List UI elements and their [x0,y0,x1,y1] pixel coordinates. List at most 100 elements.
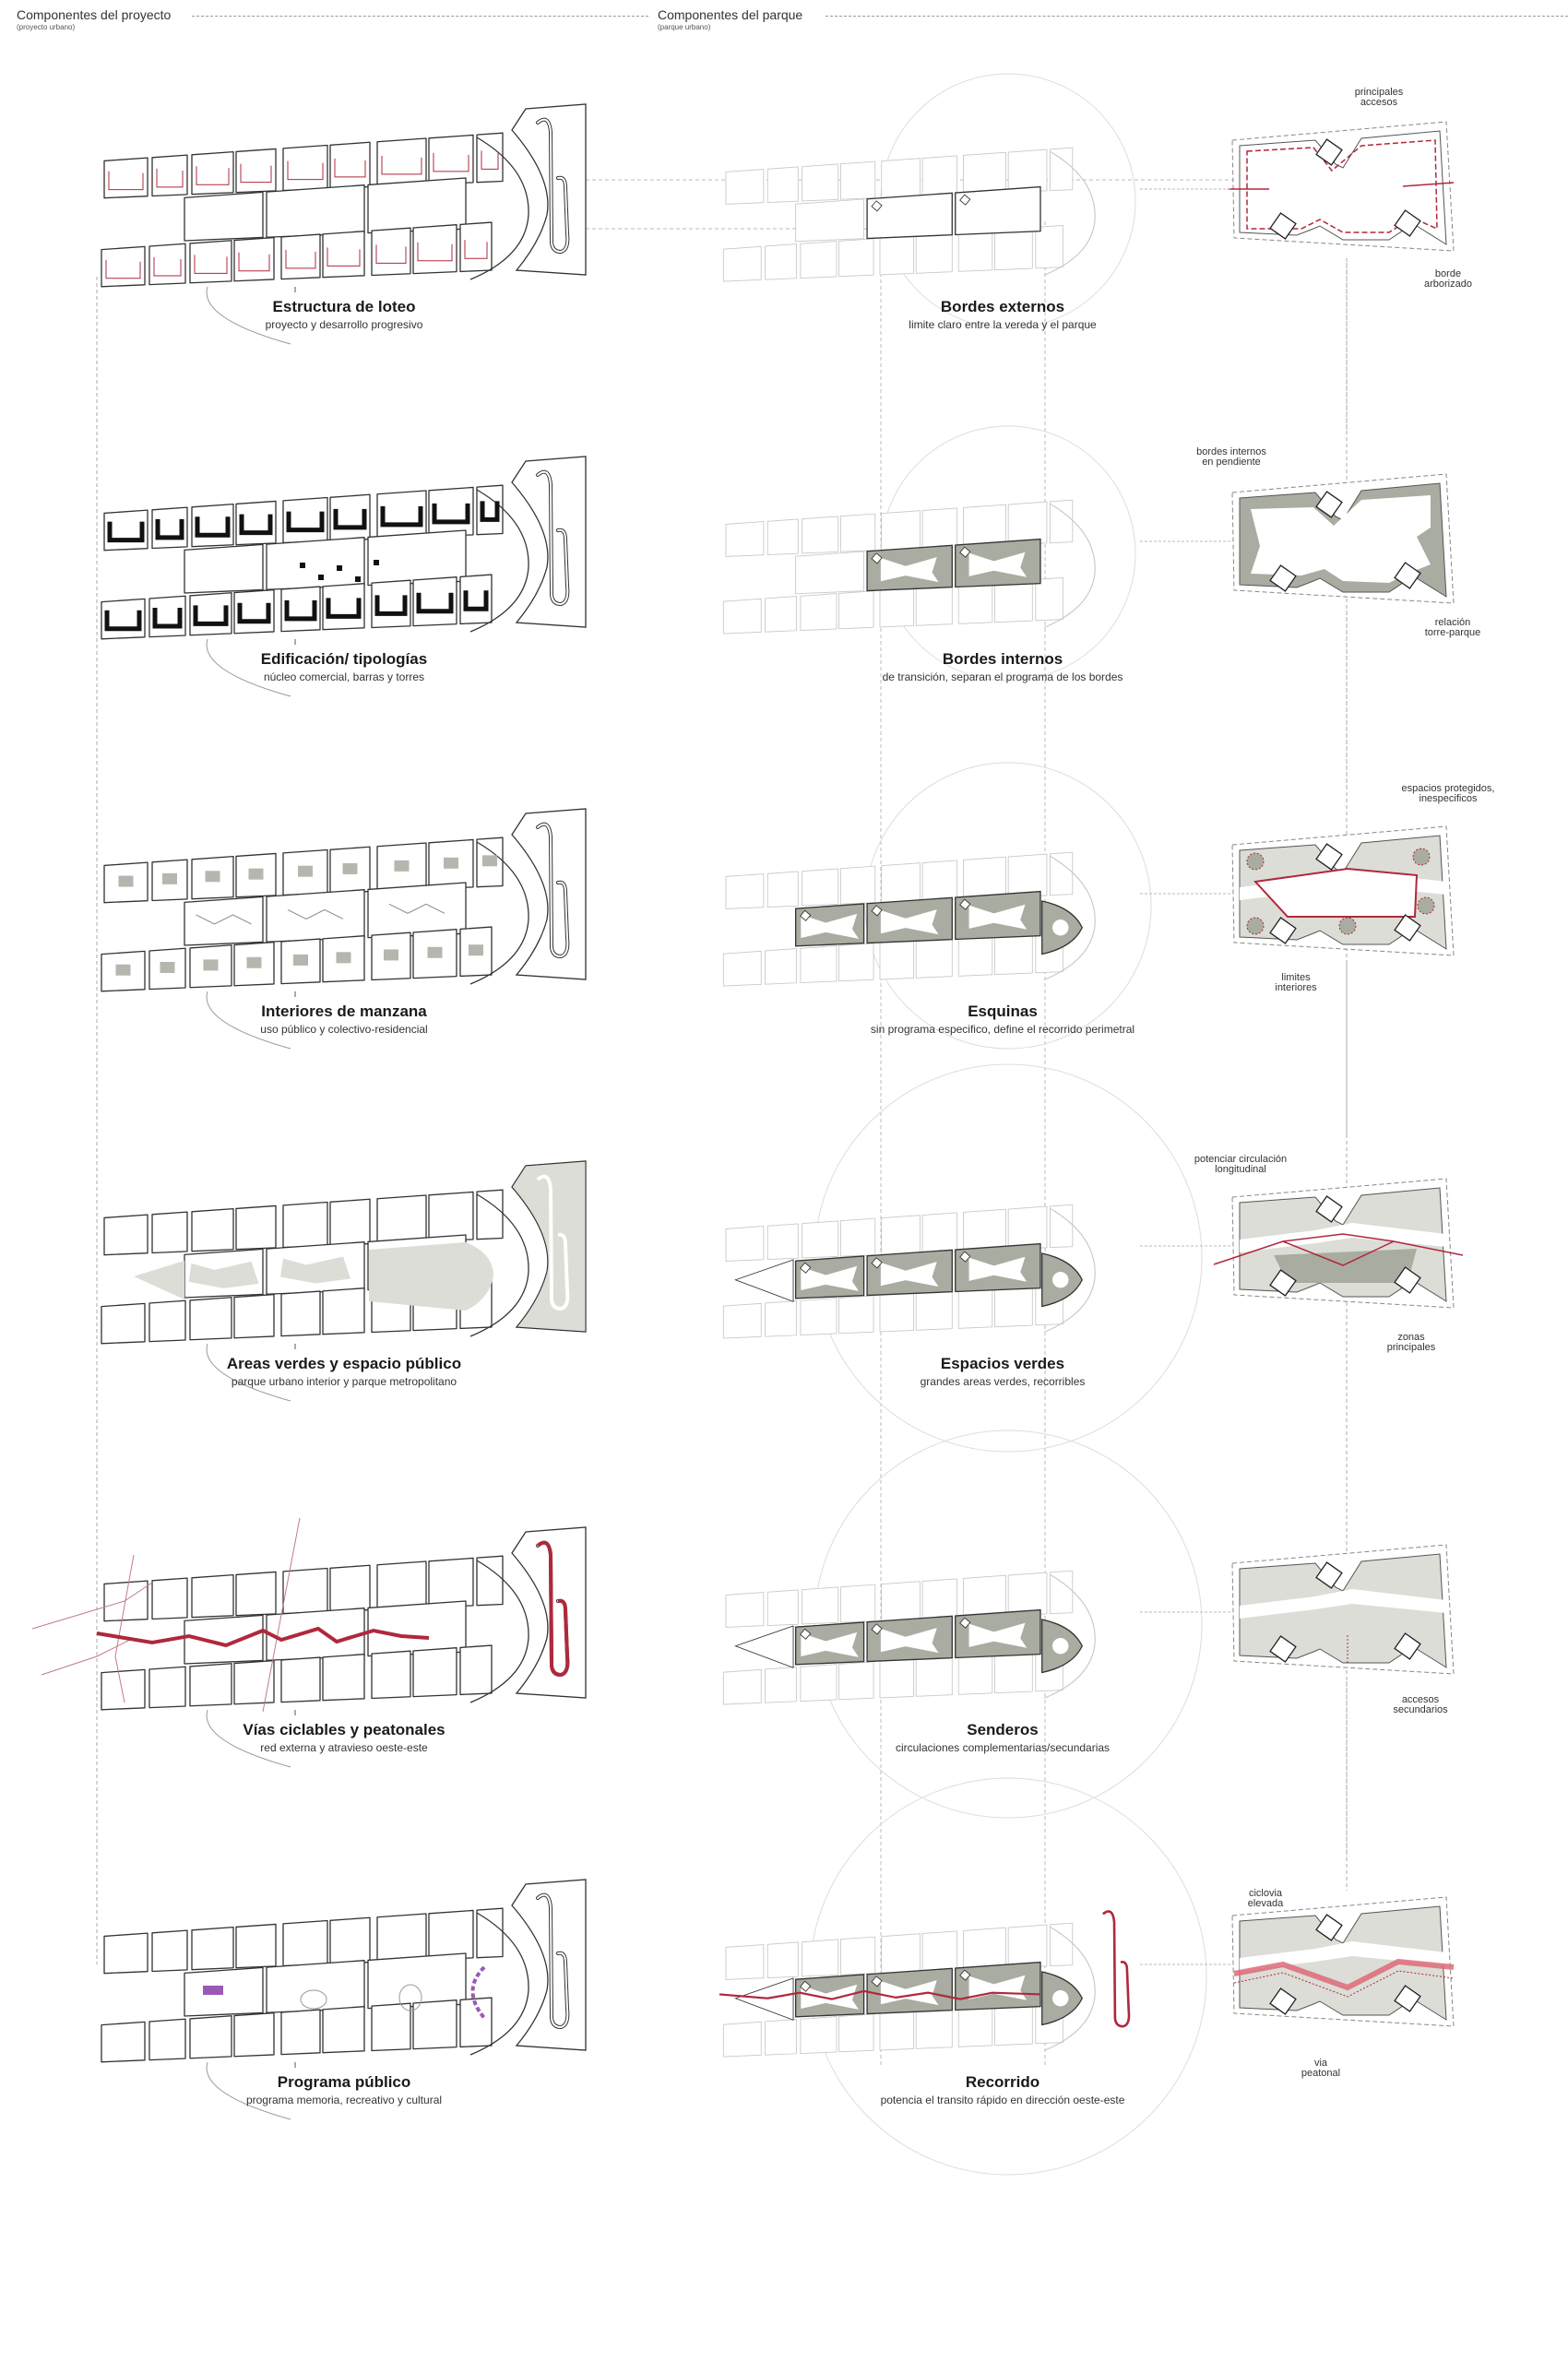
serpentine-path-inner [537,118,569,254]
tower-square [1394,209,1421,237]
recreation-space [398,1984,422,2011]
annotation-line: principales [1386,1342,1436,1353]
city-block [103,1214,148,1256]
annotation-line: relación [1434,617,1471,628]
city-block [766,871,799,908]
city-block [881,510,921,551]
city-block [879,235,914,276]
park-detail-2 [1140,473,1455,786]
city-block [766,518,799,555]
lot-division [108,171,144,191]
tower-square [1394,562,1421,589]
tower-square [1269,564,1297,592]
park-caption: Recorrido potencia el transito rápido en… [763,2073,1242,2106]
block-interior [336,952,351,964]
city-block [1007,1572,1048,1617]
park-component-title: Esquinas [968,1003,1038,1020]
city-block [766,166,799,203]
city-block [765,1300,797,1337]
tower-marker [959,546,971,558]
city-block [963,1927,1007,1971]
tower-square [1315,843,1343,871]
city-block [184,1614,264,1665]
project-component-title: Estructura de loteo [272,298,416,315]
city-block [280,1290,321,1337]
city-block [963,1574,1007,1619]
city-block [1050,1570,1074,1615]
green-area [280,1256,350,1284]
building-bar [374,595,408,616]
lot-division [381,155,422,175]
annotation-line: secundarios [1393,1704,1448,1715]
interior-edge [287,908,344,920]
city-block [459,221,493,273]
park-caption: Senderos circulaciones complementarias/s… [763,1721,1242,1754]
city-block [428,1557,474,1608]
city-block [795,551,865,595]
park-open-space [801,1265,859,1291]
project-component-subtitle: parque urbano interior y parque metropol… [231,1375,457,1388]
serpentine-path-inner [537,823,569,958]
city-block [879,1292,914,1333]
main-path [1240,1589,1446,1619]
lot-division [433,152,469,172]
lot-division [287,160,324,181]
city-block [191,150,234,196]
focus-circle [814,1430,1203,1819]
lot-division [417,242,453,262]
tower-marker [871,905,883,917]
header-right-title: Componentes del parque [658,7,803,22]
city-block [1050,147,1074,192]
city-block [993,2002,1033,2047]
city-block [476,1907,504,1959]
park-open-space [801,1631,859,1657]
city-block [1050,851,1074,896]
inner-open-space [1251,495,1431,583]
annotation-line: en pendiente [1202,457,1261,468]
block-interior [444,857,458,869]
tower-marker [800,909,812,921]
main-path [1240,1941,1446,1971]
tower-square [1394,1632,1421,1660]
city-block [371,2002,411,2052]
city-block [235,148,277,194]
park-component-subtitle: de transición, separan el programa de lo… [882,670,1123,683]
city-block [235,1571,277,1617]
park-map-3 [722,851,1096,987]
city-block [921,1930,957,1972]
city-block [802,1220,839,1259]
green-area [134,1261,184,1299]
city-block [184,543,264,594]
lot-division [327,247,361,267]
interior-edge [196,914,252,925]
city-block [766,1941,799,1978]
tower-square [1394,914,1421,942]
park-west-tip [734,1625,794,1668]
city-block [915,1289,953,1331]
city-block [1035,224,1063,269]
city-block [1007,1205,1048,1251]
tower-marker [871,200,883,212]
interior-edge [388,903,445,914]
park-component-title: Bordes externos [940,298,1065,315]
city-block [233,236,275,282]
block-interior [298,865,313,877]
lot-division [285,249,316,269]
tower [337,565,342,571]
tower-marker [800,1262,812,1274]
elevated-bike-lane [1233,1958,1455,1991]
annotation-line: longitudinal [1215,1164,1266,1175]
city-block [371,1650,411,1700]
park-detail-1 [1140,121,1455,433]
annotation-line: principales [1354,87,1404,98]
city-block [191,1926,234,1971]
bike-route [96,1626,430,1648]
city-block [189,1663,232,1707]
park-west-tip [734,1259,794,1302]
city-block [881,158,921,198]
city-block [838,238,874,278]
city-block [1050,499,1074,544]
header-right-divider [826,16,1568,17]
